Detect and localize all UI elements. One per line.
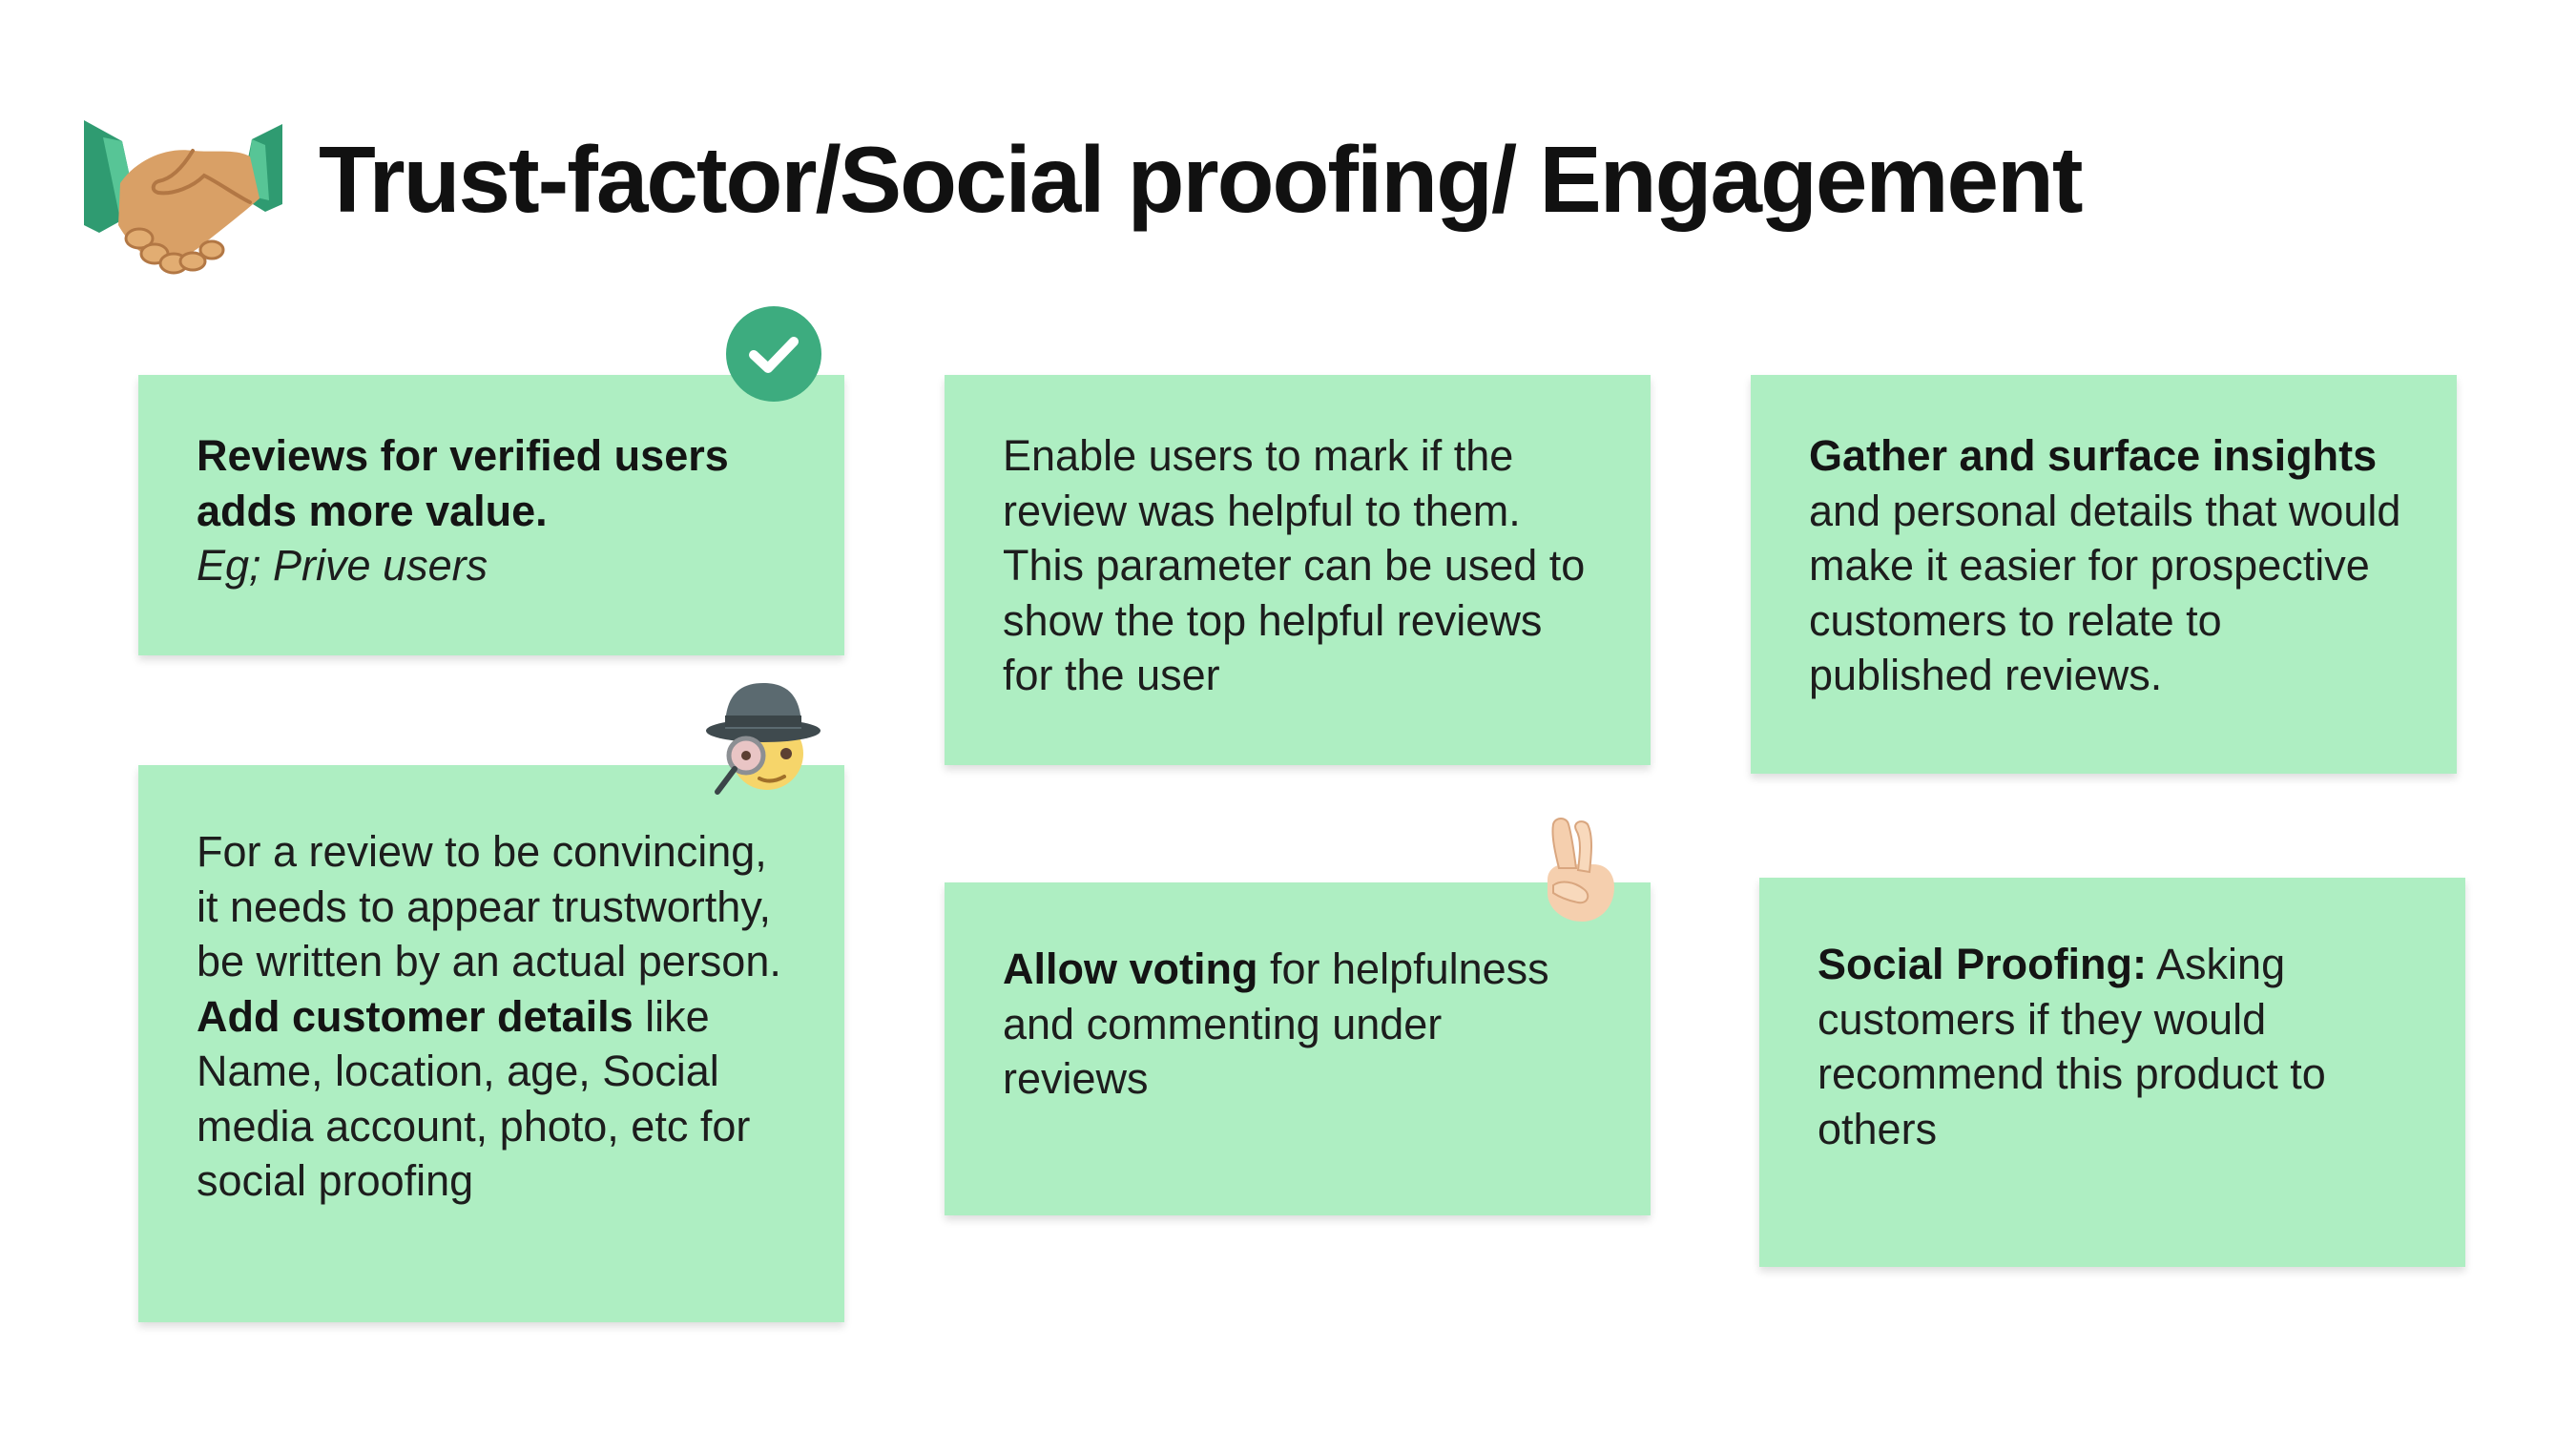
card-trustworthy-intro: For a review to be convincing, it needs … xyxy=(197,827,781,985)
card-voting-body: for helpfulness and commenting under rev… xyxy=(1003,944,1549,1103)
card-verified-users: Reviews for verified users adds more val… xyxy=(138,375,844,655)
card-insights-text: Gather and surface insights and personal… xyxy=(1809,428,2403,703)
card-trustworthy-bold: Add customer details xyxy=(197,991,634,1041)
card-social-text: Social Proofing: Asking customers if the… xyxy=(1818,937,2412,1156)
card-insights-bold: Gather and surface insights xyxy=(1809,431,2378,480)
page-title: Trust-factor/Social proofing/ Engagement xyxy=(319,127,2084,232)
card-allow-voting: Allow voting for helpfulness and comment… xyxy=(945,882,1651,1215)
handshake-icon xyxy=(84,120,282,275)
card-trustworthy: For a review to be convincing, it needs … xyxy=(138,765,844,1322)
card-trustworthy-details: like Name, location, age, Social media a… xyxy=(197,991,751,1206)
card-trustworthy-text: For a review to be convincing, it needs … xyxy=(197,824,791,1209)
card-surface-insights: Gather and surface insights and personal… xyxy=(1751,375,2457,774)
card-helpful-text: Enable users to mark if the review was h… xyxy=(1003,431,1586,699)
detective-icon xyxy=(706,683,821,795)
card-social-body: Asking customers if they would recommend… xyxy=(1818,940,2326,1153)
card-verified-text: Reviews for verified users adds more val… xyxy=(197,428,791,593)
card-verified-bold: Reviews for verified users adds more val… xyxy=(197,431,729,535)
card-helpful-mark: Enable users to mark if the review was h… xyxy=(945,375,1651,765)
card-insights-body: and personal details that would make it … xyxy=(1809,486,2401,700)
card-verified-example: Eg; Prive users xyxy=(197,541,488,590)
card-voting-text: Allow voting for helpfulness and comment… xyxy=(1003,942,1597,1107)
check-circle-icon xyxy=(726,306,821,402)
card-social-proofing: Social Proofing: Asking customers if the… xyxy=(1759,878,2465,1267)
card-social-bold: Social Proofing: xyxy=(1818,940,2148,988)
crossed-fingers-icon xyxy=(1548,818,1614,922)
card-voting-bold: Allow voting xyxy=(1003,944,1258,993)
